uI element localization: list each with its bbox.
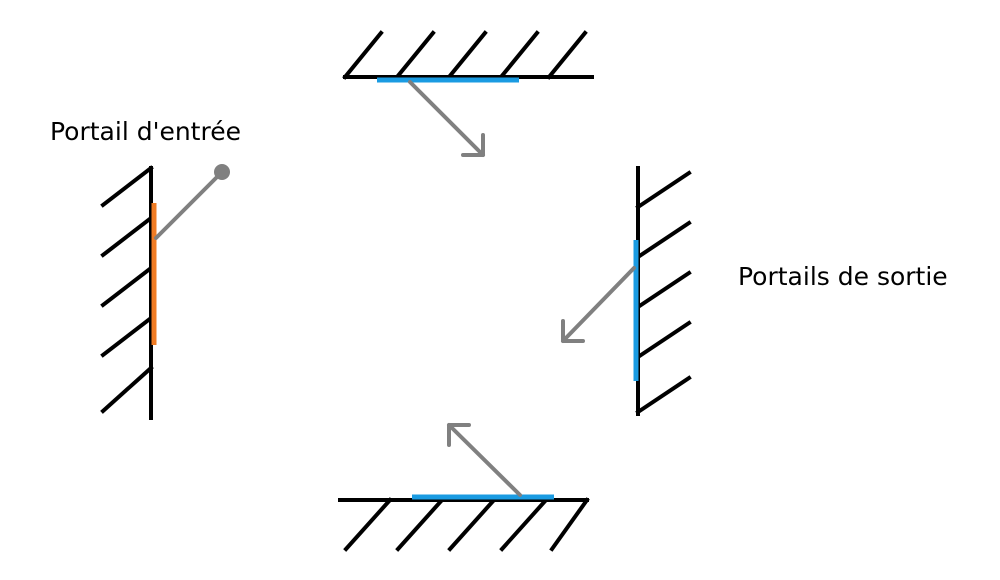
projectile-dot-icon (214, 164, 230, 180)
arrow-bottom (447, 423, 522, 497)
wall-right (635, 166, 692, 416)
wall-left (100, 165, 154, 420)
exit-portals-label: Portails de sortie (738, 262, 948, 291)
wall-bottom (338, 497, 590, 552)
wall-top (342, 30, 594, 80)
arrow-right (561, 266, 636, 343)
arrow-top (408, 80, 485, 157)
entry-portal-label: Portail d'entrée (50, 117, 241, 146)
entry-trajectory (154, 164, 230, 240)
